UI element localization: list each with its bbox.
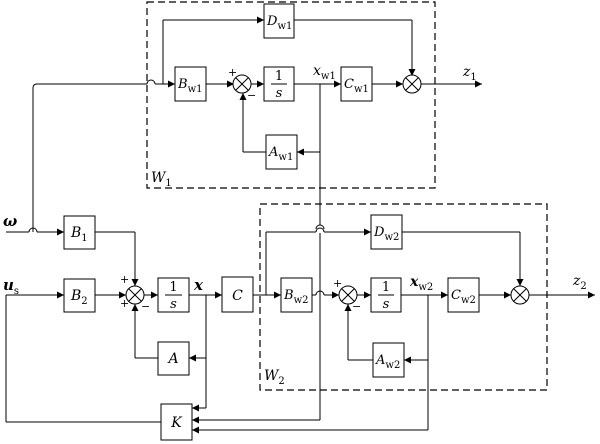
sum-junction-w2 — [338, 285, 358, 305]
block-bw2: Bw2 — [280, 277, 313, 313]
sign-plus-w1: + — [228, 66, 237, 79]
svg-text:1: 1 — [275, 69, 283, 84]
sign-plus-main-top: + — [120, 273, 129, 286]
block-integrator-w1: 1 s — [263, 66, 295, 102]
z2-label: z2 — [572, 273, 587, 292]
block-b1: B1 — [63, 215, 96, 250]
block-integrator: 1 s — [157, 277, 190, 313]
block-c: C — [221, 276, 254, 313]
block-aw1: Aw1 — [265, 134, 298, 170]
block-integrator-w2: 1 s — [370, 277, 402, 313]
sign-minus-w2: − — [352, 300, 361, 313]
block-cw1: Cw1 — [340, 66, 373, 102]
sign-plus-w2: + — [333, 277, 342, 290]
w1-wires — [162, 16, 482, 156]
xw2-label: xw2 — [409, 274, 433, 293]
block-aw2: Aw2 — [372, 342, 405, 378]
svg-text:K: K — [170, 415, 183, 431]
svg-text:Cw2: Cw2 — [451, 288, 476, 306]
svg-text:A: A — [166, 351, 178, 367]
svg-text:Bw1: Bw1 — [177, 77, 202, 95]
w2-group-border — [259, 203, 548, 391]
omega-label: ω — [3, 212, 17, 230]
svg-text:1: 1 — [382, 280, 390, 295]
block-b2: B2 — [63, 278, 96, 313]
sign-plus-main-left: + — [120, 297, 129, 310]
main-wires — [5, 79, 429, 434]
block-bw1: Bw1 — [174, 66, 207, 102]
svg-text:Bw2: Bw2 — [283, 288, 308, 306]
svg-text:C: C — [232, 288, 243, 304]
svg-text:Cw1: Cw1 — [344, 77, 369, 95]
svg-text:Dw1: Dw1 — [266, 14, 292, 32]
sign-minus-w1: − — [247, 89, 256, 102]
w2-wires — [265, 227, 595, 364]
block-dw1: Dw1 — [263, 3, 295, 39]
w2-group-label: W2 — [264, 368, 285, 387]
output-sum-w1 — [402, 74, 422, 94]
block-a: A — [157, 341, 190, 376]
svg-text:s: s — [276, 86, 283, 101]
svg-text:Dw2: Dw2 — [373, 225, 399, 243]
sum-junction-w1 — [232, 74, 252, 94]
svg-text:B1: B1 — [70, 225, 88, 244]
block-cw2: Cw2 — [447, 277, 480, 313]
block-dw2: Dw2 — [370, 214, 403, 250]
us-label: us — [3, 276, 19, 297]
output-sum-w2 — [510, 285, 530, 305]
svg-text:B2: B2 — [70, 288, 88, 307]
w1-group-border — [146, 1, 436, 189]
block-k: K — [160, 403, 193, 441]
x-label: x — [193, 276, 204, 294]
sum-junction-main — [125, 285, 145, 305]
svg-text:Aw2: Aw2 — [375, 353, 400, 371]
svg-text:Aw1: Aw1 — [268, 145, 293, 163]
z1-label: z1 — [462, 64, 477, 83]
sign-minus-main: − — [141, 300, 150, 313]
w1-group-label: W1 — [151, 170, 172, 189]
svg-text:s: s — [170, 297, 177, 312]
svg-text:1: 1 — [169, 280, 177, 295]
xw1-label: xw1 — [313, 63, 336, 82]
svg-text:s: s — [383, 297, 390, 312]
